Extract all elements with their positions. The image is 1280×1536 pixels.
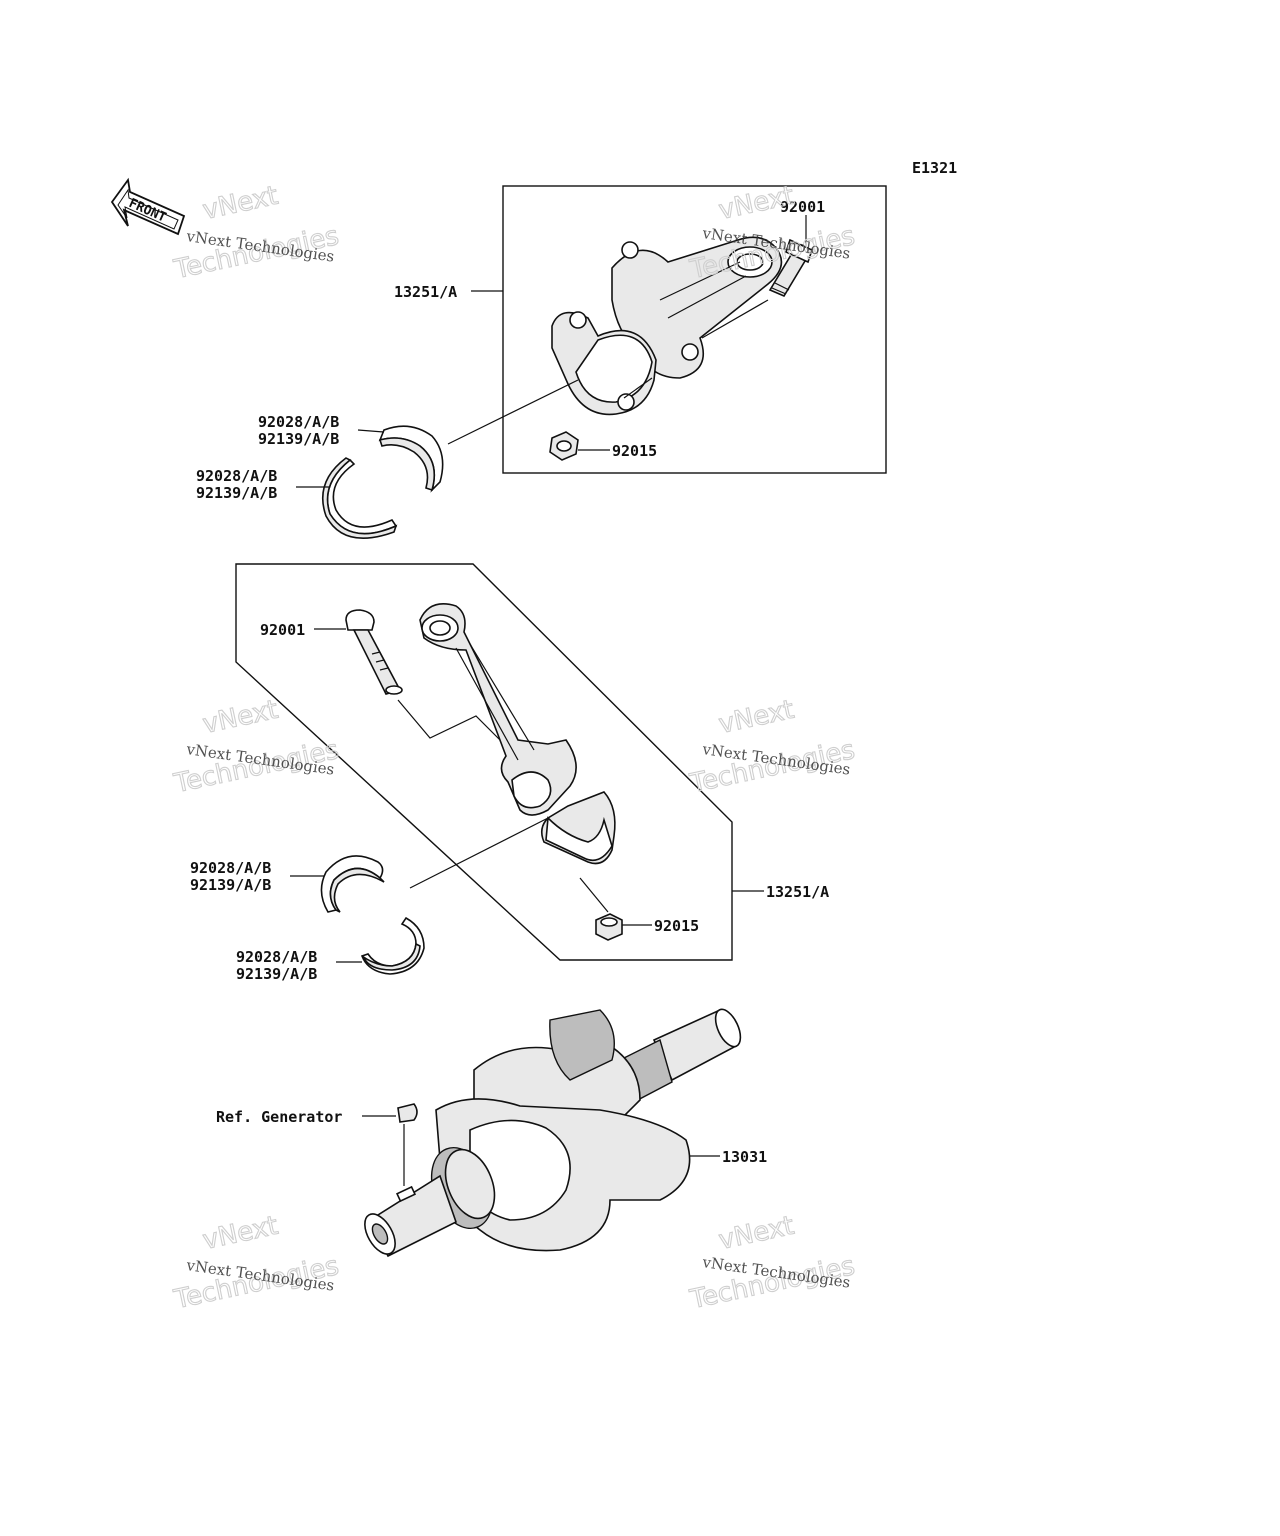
label-mid-bolt: 92001 (260, 621, 305, 639)
label-mid-conrod-assy: 13251/A (766, 883, 829, 901)
mid-conrod-nut (595, 913, 623, 941)
mid-bearing-upper (320, 855, 385, 913)
mid-bearing-lower (360, 916, 425, 975)
top-conrod-nut (549, 431, 579, 461)
label-top-bolt: 92001 (780, 198, 825, 216)
label-top-bearing-upper-a: 92028/A/B (258, 413, 339, 431)
label-top-nut: 92015 (612, 442, 657, 460)
label-mid-nut: 92015 (654, 917, 699, 935)
middle-assembly-frame (235, 563, 733, 961)
svg-text:vNext: vNext (200, 1211, 281, 1256)
label-top-bearing-upper-b: 92139/A/B (258, 430, 339, 448)
top-connecting-rod (611, 236, 783, 379)
top-conrod-bolt (768, 238, 813, 298)
top-assembly-frame (502, 185, 887, 474)
svg-text:vNext: vNext (200, 695, 281, 740)
top-conrod-cap (551, 311, 657, 416)
label-top-bearing-lower-b: 92139/A/B (196, 484, 277, 502)
svg-text:vNext: vNext (200, 181, 281, 226)
label-mid-bearing-upper-a: 92028/A/B (190, 859, 271, 877)
svg-text:vNext: vNext (716, 181, 797, 226)
label-mid-bearing-lower-b: 92139/A/B (236, 965, 317, 983)
label-mid-bearing-lower-a: 92028/A/B (236, 948, 317, 966)
top-bearing-lower (322, 457, 398, 539)
diagram-code: E1321 (912, 159, 957, 177)
mid-conrod-bolt (345, 609, 403, 695)
mid-conrod-cap (540, 791, 616, 865)
front-arrow-icon: FRONT (110, 177, 186, 236)
label-mid-bearing-upper-b: 92139/A/B (190, 876, 271, 894)
label-top-conrod-assy: 13251/A (394, 283, 457, 301)
woodruff-key (397, 1103, 418, 1123)
svg-text:vNext: vNext (716, 695, 797, 740)
svg-text:vNext: vNext (716, 1211, 797, 1256)
top-bearing-upper (378, 425, 444, 493)
label-ref-generator: Ref. Generator (216, 1108, 342, 1126)
mid-connecting-rod (419, 603, 577, 816)
crankshaft (364, 1008, 742, 1258)
label-top-bearing-lower-a: 92028/A/B (196, 467, 277, 485)
label-crankshaft: 13031 (722, 1148, 767, 1166)
